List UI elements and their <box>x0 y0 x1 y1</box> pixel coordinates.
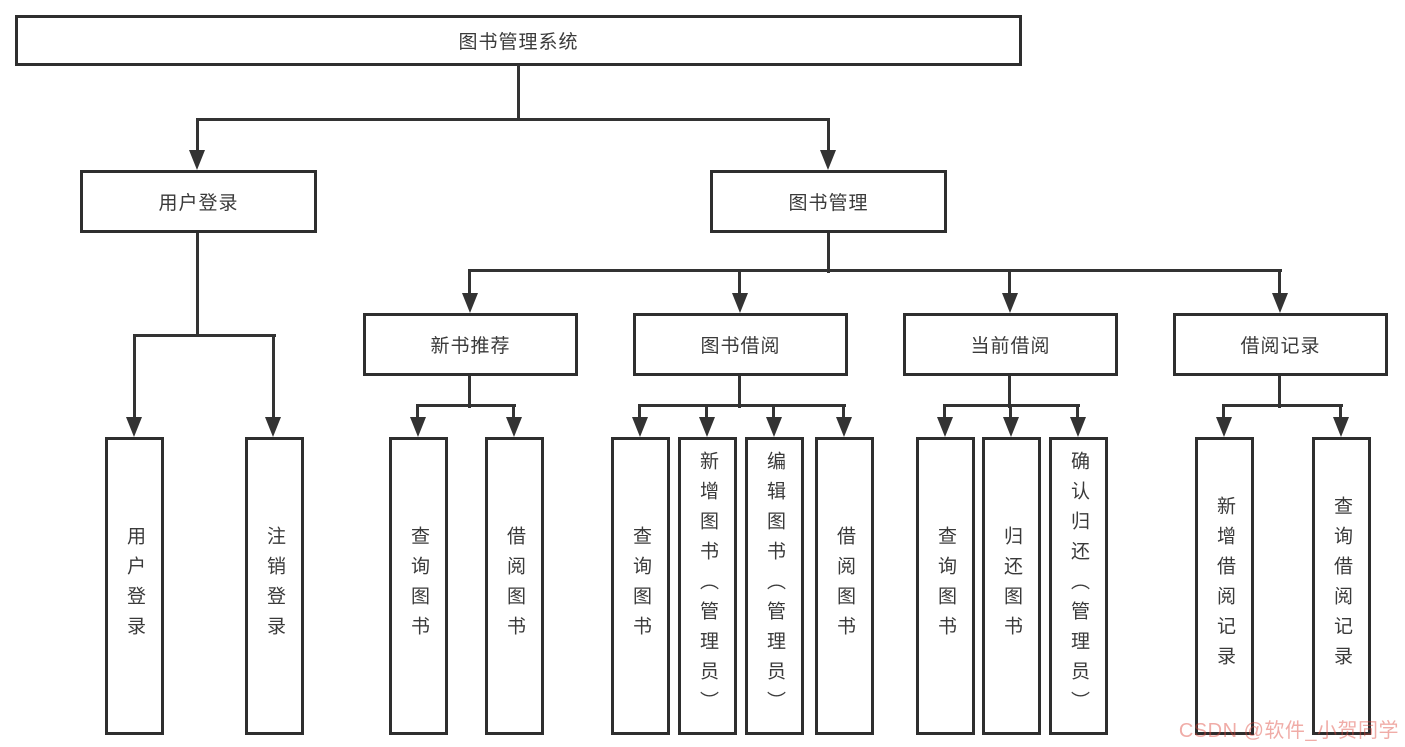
leaf-bb-borrow-books: 借阅图书 <box>815 437 874 735</box>
leaf-br-search-record-label: 查询借阅记录 <box>1331 496 1352 676</box>
node-user-login: 用户登录 <box>80 170 317 233</box>
node-new-book-rec: 新书推荐 <box>363 313 578 376</box>
node-root: 图书管理系统 <box>15 15 1022 66</box>
connector-drop-cb-search <box>943 404 946 420</box>
connector-drop-borrow-record <box>1278 269 1281 295</box>
node-book-mgmt: 图书管理 <box>710 170 947 233</box>
node-user-login-label: 用户登录 <box>158 193 239 214</box>
node-borrow-record: 借阅记录 <box>1173 313 1388 376</box>
node-borrow-record-label: 借阅记录 <box>1240 336 1321 357</box>
connector-drop-current-borrow <box>1008 269 1011 295</box>
connector-new-book-rec-stem <box>468 376 471 408</box>
connector-borrow-record-rail <box>1222 404 1343 407</box>
leaf-bb-edit-books-admin-label: 编辑图书（管理员） <box>764 451 785 721</box>
node-book-mgmt-label: 图书管理 <box>788 193 869 214</box>
connector-root-stem <box>517 65 520 121</box>
connector-drop-book-mgmt <box>827 118 830 152</box>
arrowhead-current-borrow <box>1002 293 1018 313</box>
connector-user-login-rail <box>133 334 276 337</box>
arrowhead-cb-return <box>1003 417 1019 437</box>
connector-drop-bb-edit <box>772 404 775 420</box>
arrowhead-cb-confirm <box>1070 417 1086 437</box>
leaf-bb-search-books: 查询图书 <box>611 437 670 735</box>
arrowhead-br-add <box>1216 417 1232 437</box>
leaf-cb-search-books: 查询图书 <box>916 437 975 735</box>
arrowhead-rec-borrow <box>506 417 522 437</box>
leaf-user-login-label: 用户登录 <box>124 526 145 646</box>
leaf-bb-search-books-label: 查询图书 <box>630 526 651 646</box>
node-book-borrow: 图书借阅 <box>633 313 848 376</box>
connector-current-borrow-stem <box>1008 376 1011 408</box>
node-book-borrow-label: 图书借阅 <box>700 336 781 357</box>
leaf-cb-return-books-label: 归还图书 <box>1001 526 1022 646</box>
connector-book-mgmt-stem <box>827 233 830 273</box>
connector-root-rail <box>196 118 830 121</box>
leaf-cb-search-books-label: 查询图书 <box>935 526 956 646</box>
csdn-watermark: CSDN @软件_小贺同学 <box>1178 720 1399 742</box>
connector-drop-rec-search <box>416 404 419 420</box>
connector-drop-br-search <box>1339 404 1342 420</box>
connector-drop-cb-return <box>1009 404 1012 420</box>
leaf-cb-confirm-return-admin: 确认归还（管理员） <box>1049 437 1108 735</box>
arrowhead-bb-add <box>699 417 715 437</box>
connector-book-mgmt-rail <box>468 269 1282 272</box>
leaf-rec-search-books: 查询图书 <box>389 437 448 735</box>
connector-book-borrow-rail <box>638 404 846 407</box>
leaf-br-add-record-label: 新增借阅记录 <box>1214 496 1235 676</box>
leaf-cb-confirm-return-admin-label: 确认归还（管理员） <box>1068 451 1089 721</box>
arrowhead-leaf-logout <box>265 417 281 437</box>
arrowhead-bb-edit <box>766 417 782 437</box>
arrowhead-leaf-user-login <box>126 417 142 437</box>
arrowhead-bb-search <box>632 417 648 437</box>
arrowhead-cb-search <box>937 417 953 437</box>
node-current-borrow-label: 当前借阅 <box>970 336 1051 357</box>
leaf-logout-label: 注销登录 <box>264 526 285 646</box>
leaf-bb-borrow-books-label: 借阅图书 <box>834 526 855 646</box>
leaf-rec-search-books-label: 查询图书 <box>408 526 429 646</box>
connector-borrow-record-stem <box>1278 376 1281 408</box>
connector-drop-user-login <box>196 118 199 152</box>
arrowhead-new-book-rec <box>462 293 478 313</box>
leaf-br-search-record: 查询借阅记录 <box>1312 437 1371 735</box>
arrowhead-borrow-record <box>1272 293 1288 313</box>
node-root-label: 图书管理系统 <box>458 32 579 53</box>
arrowhead-book-borrow <box>732 293 748 313</box>
leaf-br-add-record: 新增借阅记录 <box>1195 437 1254 735</box>
connector-drop-leaf-logout <box>272 334 275 418</box>
connector-drop-new-book-rec <box>468 269 471 295</box>
connector-drop-cb-confirm <box>1076 404 1079 420</box>
connector-drop-bb-add <box>705 404 708 420</box>
leaf-bb-add-books-admin: 新增图书（管理员） <box>678 437 737 735</box>
arrowhead-br-search <box>1333 417 1349 437</box>
connector-new-book-rec-rail <box>416 404 516 407</box>
connector-book-borrow-stem <box>738 376 741 408</box>
arrowhead-rec-search <box>410 417 426 437</box>
leaf-cb-return-books: 归还图书 <box>982 437 1041 735</box>
connector-drop-rec-borrow <box>512 404 515 420</box>
connector-drop-book-borrow <box>738 269 741 295</box>
connector-user-login-stem <box>196 233 199 336</box>
leaf-bb-add-books-admin-label: 新增图书（管理员） <box>697 451 718 721</box>
connector-drop-bb-borrow <box>842 404 845 420</box>
connector-drop-br-add <box>1222 404 1225 420</box>
node-new-book-rec-label: 新书推荐 <box>430 336 511 357</box>
node-current-borrow: 当前借阅 <box>903 313 1118 376</box>
arrowhead-book-mgmt <box>820 150 836 170</box>
connector-drop-leaf-user-login <box>133 334 136 418</box>
connector-drop-bb-search <box>638 404 641 420</box>
leaf-bb-edit-books-admin: 编辑图书（管理员） <box>745 437 804 735</box>
leaf-rec-borrow-books: 借阅图书 <box>485 437 544 735</box>
arrowhead-bb-borrow <box>836 417 852 437</box>
arrowhead-user-login <box>189 150 205 170</box>
leaf-logout: 注销登录 <box>245 437 304 735</box>
leaf-user-login: 用户登录 <box>105 437 164 735</box>
leaf-rec-borrow-books-label: 借阅图书 <box>504 526 525 646</box>
